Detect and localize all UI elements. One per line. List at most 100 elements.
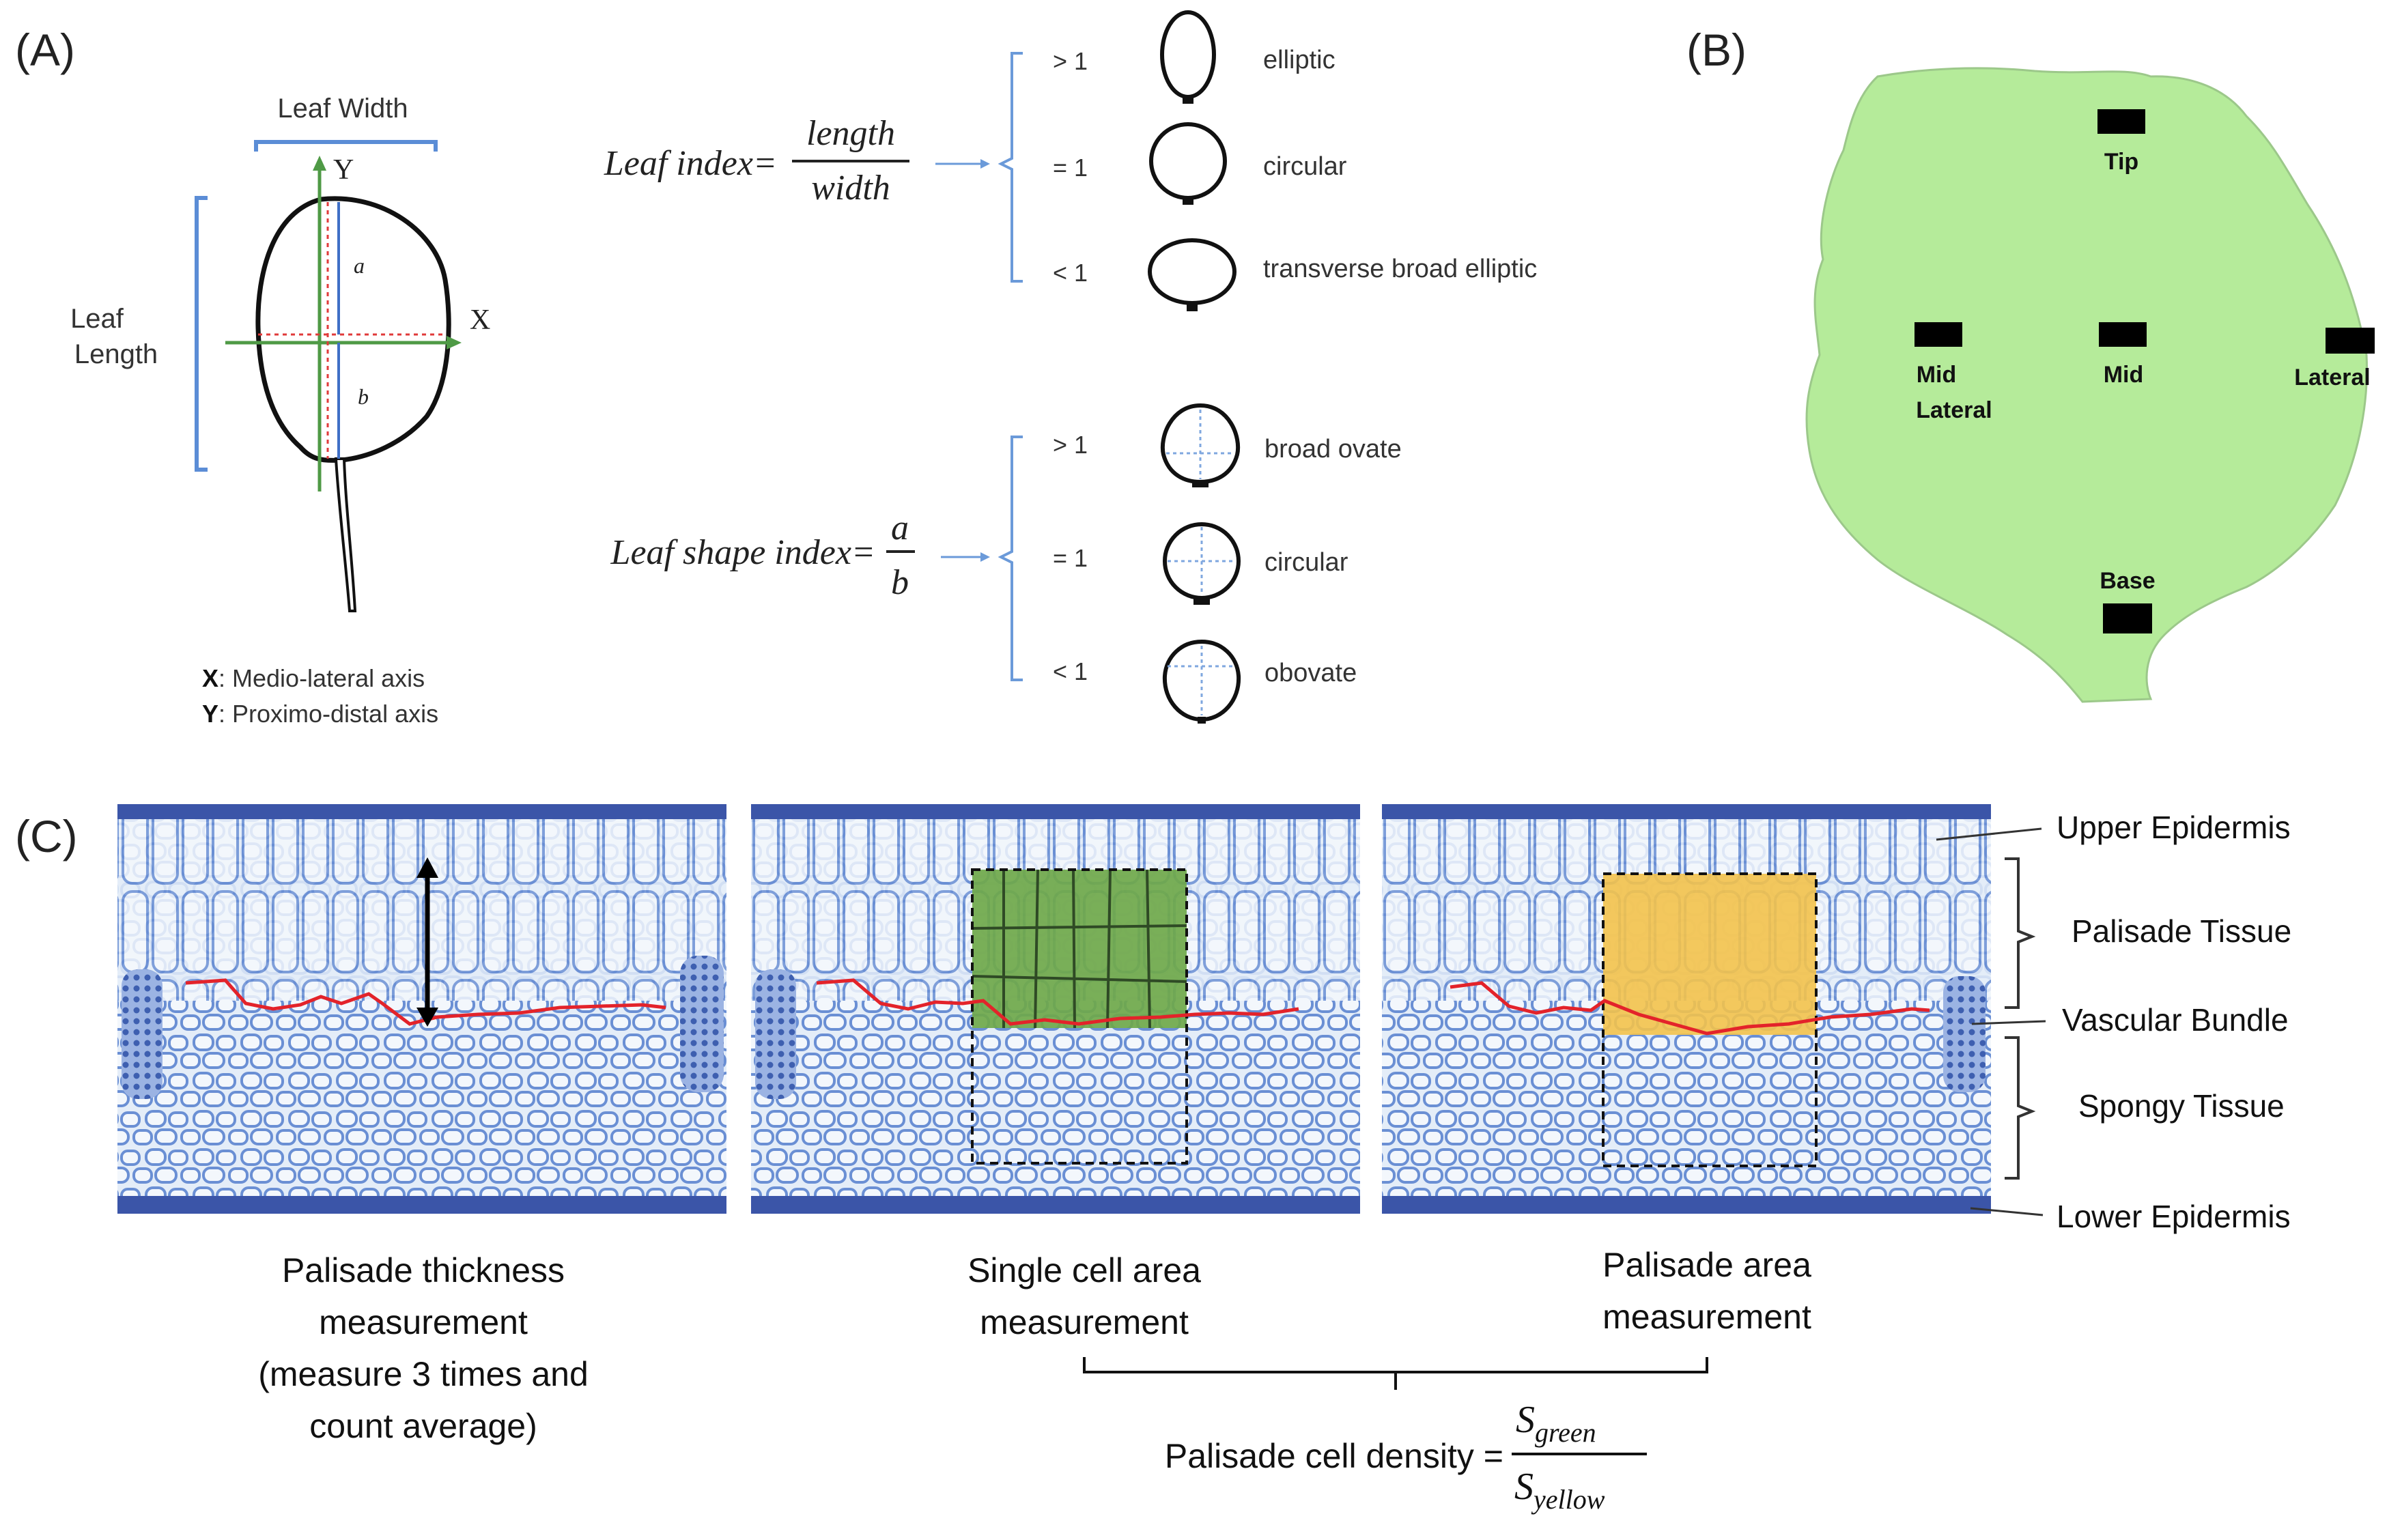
lateral-label: Lateral [2294,365,2371,390]
legend-y-text: : Proximo-distal axis [218,700,438,728]
tip-marker [2097,109,2145,134]
micrograph-palisade-thickness [117,804,726,1214]
leaf-index-numerator: length [806,114,895,153]
caption-1-line-3: (measure 3 times and [258,1355,589,1393]
legend-y-key: Y [202,700,218,728]
formula-numerator: Sgreen [1516,1399,1596,1448]
vascular-bundle-pointer [1971,1020,2046,1025]
panel-c: (C) [15,804,2291,1515]
lateral-marker [2326,328,2375,354]
caption-3-line-1: Palisade area [1602,1246,1811,1284]
yellow-area-overlay [1603,874,1816,1035]
micrograph-palisade-area [1382,804,1991,1214]
x-axis-arrow [447,336,462,350]
panel-b: (B) Tip Mid Lateral Mid Lateral Base [1686,25,2375,703]
axis-y-label: Y [333,154,354,186]
leaf-shape-index-lhs: Leaf shape index= [610,533,875,572]
formula-num-symbol: S [1516,1399,1535,1441]
transverse-broad-elliptic-shape-icon [1148,238,1237,311]
combine-bracket [1083,1357,1708,1390]
caption-3-line-2: measurement [1602,1298,1811,1336]
leaf-shape-index-shape-3: obovate [1264,659,1357,687]
caption-2-line-2: measurement [980,1303,1189,1341]
leaf-width-label: Leaf Width [277,94,408,124]
leaf-index-denominator: width [811,169,890,208]
palisade-tissue-label: Palisade Tissue [2072,913,2291,949]
leaf-length-bracket [195,196,208,472]
formula-den-symbol: S [1514,1466,1534,1508]
thickness-arrow-top [416,857,438,878]
leaf-shape-index-shape-1: broad ovate [1264,435,1402,464]
circular-shape-index-icon [1163,522,1241,605]
tip-label: Tip [2104,149,2138,175]
mid-lateral-marker [1914,322,1962,347]
leaf-index-shape-1: elliptic [1263,46,1336,74]
caption-1-line-4: count average) [309,1407,537,1445]
caption-1-line-2: measurement [319,1303,528,1341]
palisade-boundary-line-2 [816,978,1299,1026]
leaf-length-label-1: Leaf [70,304,124,334]
caption-palisade-thickness: Palisade thickness measurement (measure … [258,1251,589,1445]
upper-epidermis-pointer [1936,827,2042,841]
leaf-index-cond-2: = 1 [1053,154,1088,182]
legend-x-text: : Medio-lateral axis [218,664,425,692]
leaf-shape-index-arrowhead [980,552,990,562]
legend-y-line: Y: Proximo-distal axis [202,700,438,728]
caption-2-line-1: Single cell area [967,1251,1201,1289]
leaf-outline-drawing [255,196,451,463]
panel-a-label: (A) [15,25,75,75]
green-cell-boundaries [972,869,1187,1029]
lower-epidermis-pointer [1970,1207,2044,1216]
leaf-shape-index-cond-2: = 1 [1053,544,1088,572]
mid-marker [2099,322,2147,347]
spongy-bracket [2005,1036,2036,1180]
leaf-index-lhs: Leaf index= [604,144,777,183]
obovate-shape-icon [1162,639,1241,724]
leaf-shape-index-numerator: a [891,509,909,547]
formula-num-sub: green [1535,1417,1596,1448]
green-cell-overlay [972,870,1187,1028]
thickness-arrow-bottom [416,1008,438,1027]
segment-b-label: b [358,384,369,409]
leaf-shape-index-brace [998,436,1023,681]
palisade-boundary-line-1 [185,978,666,1026]
leaf-shape-index-shape-2: circular [1264,548,1348,577]
y-axis-arrow [313,156,326,171]
panel-b-label: (B) [1686,25,1747,75]
micrograph-single-cell-area [751,804,1360,1214]
segment-a-label: a [354,253,365,278]
panel-c-label: (C) [15,811,78,861]
mid-lateral-label-2: Lateral [1916,397,1992,423]
axis-x-label: X [470,304,490,336]
leaf-length-label-2: Length [74,339,158,369]
mid-lateral-label-1: Mid [1917,362,1957,388]
elliptic-shape-icon [1160,10,1216,104]
leaf-width-bracket [254,140,438,152]
formula-lhs: Palisade cell density = [1165,1437,1503,1475]
mid-label: Mid [2104,362,2144,388]
leaf-index-cond-3: < 1 [1053,259,1088,287]
legend-x-line: X: Medio-lateral axis [202,664,425,692]
circular-shape-icon [1149,122,1227,205]
caption-single-cell-area: Single cell area measurement [967,1251,1201,1341]
formula-denominator: Syellow [1514,1466,1605,1515]
upper-epidermis-label: Upper Epidermis [2057,810,2291,845]
leaf-petiole [334,457,357,612]
spongy-tissue-label: Spongy Tissue [2078,1088,2285,1124]
leaf-shape-index-denominator: b [891,563,909,602]
legend-x-key: X [202,664,218,692]
caption-palisade-area: Palisade area measurement [1602,1246,1811,1336]
leaf-region-map [1805,67,2368,703]
broad-ovate-shape-icon [1160,403,1241,487]
base-marker [2103,603,2152,633]
panel-a: (A) Leaf Width Leaf Length Y X a b X: Me… [15,10,1537,728]
vascular-bundle-label: Vascular Bundle [2062,1002,2289,1038]
leaf-index-brace [998,52,1023,283]
base-label: Base [2100,568,2155,594]
leaf-index-arrowhead [980,159,990,169]
leaf-index-cond-1: > 1 [1053,47,1088,75]
formula-den-sub: yellow [1531,1484,1605,1515]
leaf-index-shape-3: transverse broad elliptic [1263,255,1537,283]
leaf-shape-index-cond-3: < 1 [1053,657,1088,685]
